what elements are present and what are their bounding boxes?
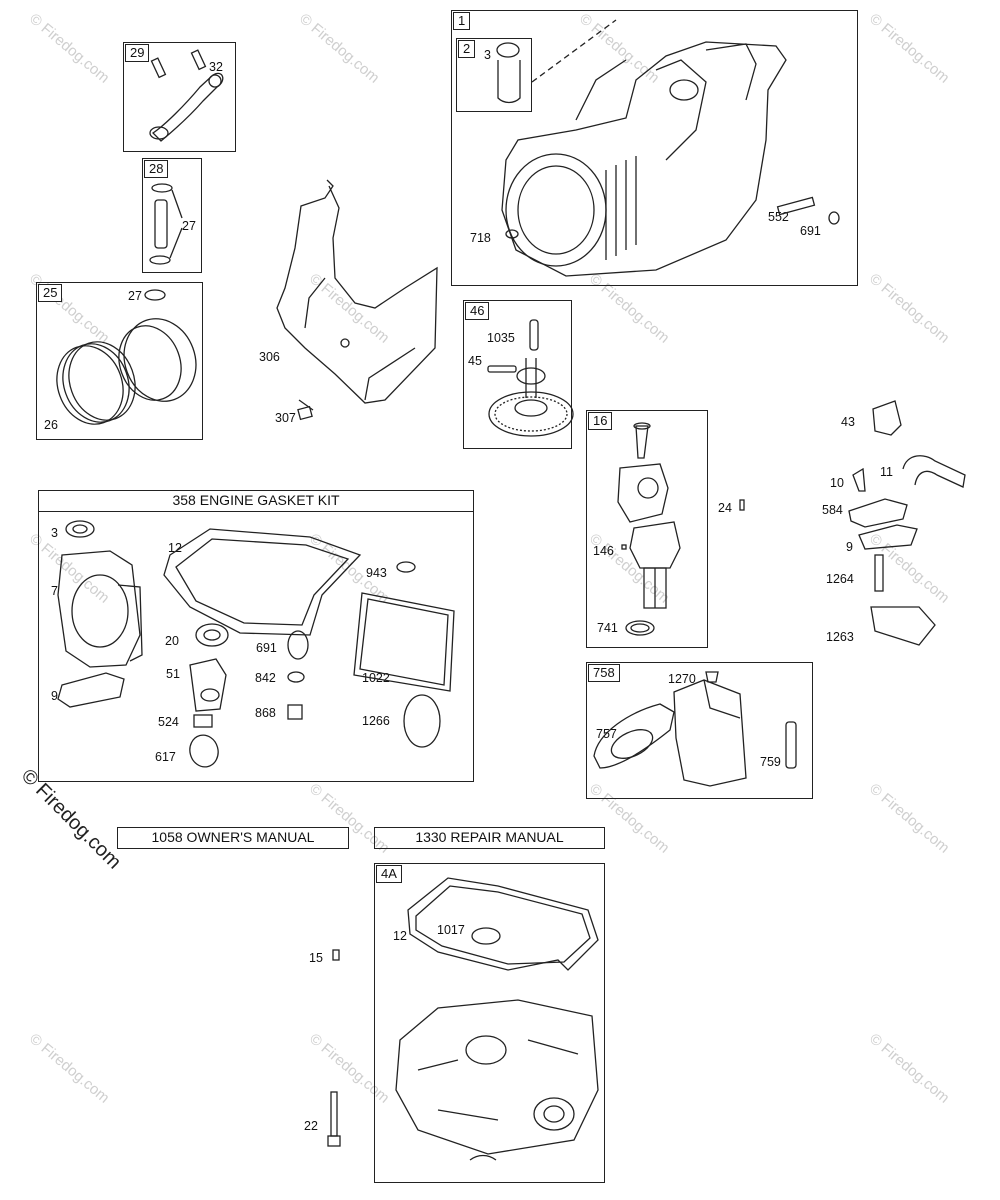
kit-header: 358 ENGINE GASKET KIT [38, 490, 474, 512]
part-label: 1035 [487, 331, 515, 345]
part-label: 22 [304, 1119, 318, 1133]
part-label: 1270 [668, 672, 696, 686]
part-label: 51 [166, 667, 180, 681]
box-number: 29 [125, 44, 150, 62]
watermark: © Firedog.com [26, 1030, 113, 1107]
part-label: 691 [256, 641, 277, 655]
part-label: 32 [209, 60, 223, 74]
repair-manual-header: 1330 REPAIR MANUAL [374, 827, 605, 849]
part-label: 759 [760, 755, 781, 769]
cylinder-block-drawing [496, 19, 840, 277]
part-label: 842 [255, 671, 276, 685]
part-label: 24 [718, 501, 732, 515]
box-camshaft: 46 [463, 300, 572, 449]
box-bushing: 2 [456, 38, 532, 112]
box-crankshaft: 16 [586, 410, 708, 648]
watermark: © Firedog.com [296, 10, 383, 87]
part-label: 43 [841, 415, 855, 429]
part-label: 11 [880, 465, 893, 479]
piston-drawing [56, 289, 197, 425]
bolt-15-drawing [332, 949, 340, 961]
part-label: 9 [51, 689, 58, 703]
watermark: © Firedog.com [866, 10, 953, 87]
part-label: 45 [468, 354, 482, 368]
box-connecting-rod: 29 [123, 42, 236, 152]
part-label: 868 [255, 706, 276, 720]
breather-parts-drawing [848, 400, 966, 646]
watermark: © Firedog.com [866, 1030, 953, 1107]
watermark: © Firedog.com [26, 10, 113, 87]
part-label: 524 [158, 715, 179, 729]
box-piston: 25 [36, 282, 203, 440]
part-label: 617 [155, 750, 176, 764]
part-label: 741 [597, 621, 618, 635]
part-label: 12 [393, 929, 407, 943]
part-label: 584 [822, 503, 843, 517]
crankshaft-drawing [617, 422, 745, 636]
watermark: © Firedog.com [866, 270, 953, 347]
box-number: 758 [588, 664, 620, 682]
box-number: 16 [588, 412, 613, 430]
owners-manual-header: 1058 OWNER'S MANUAL [117, 827, 349, 849]
part-label: 27 [128, 289, 142, 303]
box-crankcase-cover: 4A [374, 863, 605, 1183]
breather-drawing [593, 671, 797, 787]
part-label: 1017 [437, 923, 465, 937]
part-label: 691 [800, 224, 821, 238]
box-number: 25 [38, 284, 63, 302]
part-label: 718 [470, 231, 491, 245]
part-label: 307 [275, 411, 296, 425]
part-label: 1263 [826, 630, 854, 644]
box-cylinder: 1 [451, 10, 858, 286]
part-label: 12 [168, 541, 182, 555]
box-number: 2 [458, 40, 476, 58]
box-number: 46 [465, 302, 490, 320]
box-number: 4A [376, 865, 402, 883]
part-label: 9 [846, 540, 853, 554]
part-label: 15 [309, 951, 323, 965]
box-number: 1 [453, 12, 471, 30]
part-label: 146 [593, 544, 614, 558]
camshaft-drawing [487, 319, 574, 437]
box-breather: 758 [586, 662, 813, 799]
wrist-pin-drawing [149, 183, 183, 265]
part-label: 943 [366, 566, 387, 580]
connecting-rod-drawing [149, 49, 224, 142]
crankcase-cover-drawing [395, 877, 599, 1161]
part-label: 3 [484, 48, 491, 62]
box-wrist-pin: 28 [142, 158, 202, 273]
watermark: © Firedog.com [866, 780, 953, 857]
part-label: 1264 [826, 572, 854, 586]
gasket-kit-drawing [57, 520, 455, 768]
part-label: 20 [165, 634, 179, 648]
air-guide-drawing [276, 179, 438, 421]
part-label: 3 [51, 526, 58, 540]
part-label: 7 [51, 584, 58, 598]
part-label: 306 [259, 350, 280, 364]
part-label: 1266 [362, 714, 390, 728]
part-label: 10 [830, 476, 844, 490]
part-label: 27 [182, 219, 196, 233]
bolt-22-drawing [327, 1091, 341, 1147]
part-label: 26 [44, 418, 58, 432]
box-number: 28 [144, 160, 169, 178]
